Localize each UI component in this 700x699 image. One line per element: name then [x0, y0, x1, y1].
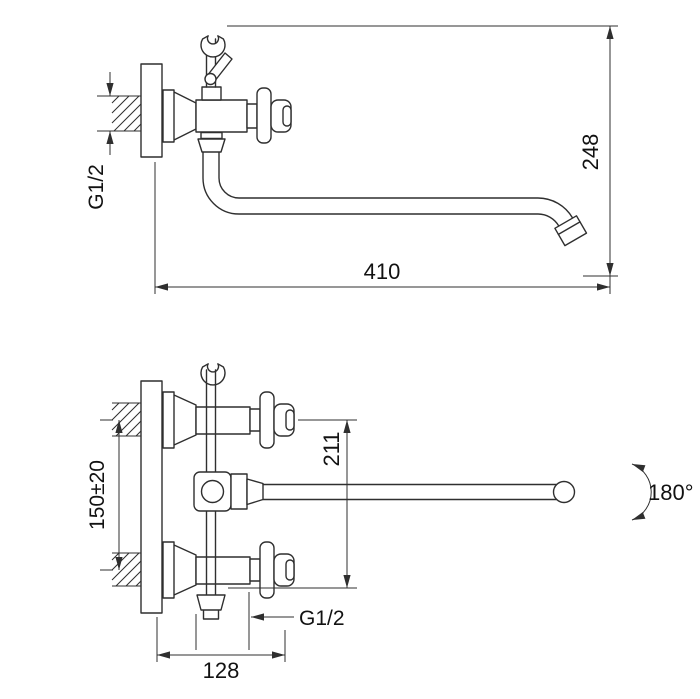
wall-hatch: [111, 402, 143, 587]
wall-pipe-outline: [112, 402, 141, 587]
dim-label-swivel-angle: 180°: [648, 480, 694, 505]
handle-stem: [246, 103, 258, 129]
joint-ball: [200, 479, 225, 504]
dim-label-overall-height: 248: [578, 134, 603, 171]
dim-vertical-drop: 211: [228, 419, 357, 589]
handle-bottom-stem: [249, 558, 261, 582]
valve-body-bottom: [195, 556, 251, 585]
escutcheon-bottom: [162, 541, 197, 599]
spout-tube: [262, 483, 561, 501]
dim-outlet-thread: G1/2: [195, 592, 345, 650]
dim-spout-reach: 410: [154, 162, 611, 294]
dim-swivel-angle: 180°: [631, 463, 694, 521]
valve-body-top: [195, 406, 251, 435]
handle-arm: [256, 87, 272, 144]
dim-label-outlet-thread: G1/2: [299, 607, 345, 630]
extension-lines: [227, 25, 618, 277]
side-view-drawing: 248 410 G1/2: [85, 25, 618, 294]
aerator-seam: [557, 221, 581, 236]
handle-top-cap: [285, 409, 295, 431]
extension-lines: [154, 162, 611, 294]
spout-upper-outline: [218, 151, 574, 219]
dim-overall-height: 248: [227, 25, 618, 277]
handle-cap: [282, 105, 292, 127]
dim-wall-offset: 128: [156, 617, 286, 683]
dim-inlet-centers: 150±20: [86, 419, 123, 571]
handle-bottom-arm: [259, 541, 275, 599]
dim-label-spout-reach: 410: [364, 259, 401, 284]
handle-top-stem: [249, 408, 261, 432]
spout-nut: [230, 473, 248, 510]
shower-holder: [200, 363, 226, 386]
dim-label-inlet-thread: G1/2: [85, 164, 108, 210]
valve-body: [195, 99, 248, 133]
spout-aerator: [554, 215, 588, 247]
spout-lower-outline: [202, 151, 560, 227]
dim-label-vertical-drop: 211: [319, 431, 344, 466]
stem-collar: [201, 86, 222, 101]
shower-holder: [200, 35, 226, 58]
handle-bottom-cap: [285, 559, 295, 581]
spout-nut: [197, 131, 226, 153]
wall-hatch: [111, 95, 142, 132]
center-ticks: [100, 419, 113, 571]
spout-tip: [552, 480, 576, 504]
escutcheon-top: [162, 391, 197, 449]
wall-plate: [140, 380, 163, 614]
handle-top-arm: [259, 391, 275, 449]
dim-label-wall-offset: 128: [203, 658, 240, 683]
extension-lines: [195, 592, 250, 650]
front-view-drawing: 150±20 211 180° G1/2 128: [86, 363, 694, 683]
hose-outlet-nut: [196, 594, 226, 620]
dim-inlet-thread: G1/2: [85, 72, 114, 210]
escutcheon: [162, 89, 197, 143]
lever-pivot: [204, 72, 217, 86]
dim-label-inlet-centers: 150±20: [86, 460, 109, 530]
wall-plate: [140, 63, 163, 158]
rotation-arc: [631, 463, 652, 521]
spout-cone: [246, 478, 264, 506]
